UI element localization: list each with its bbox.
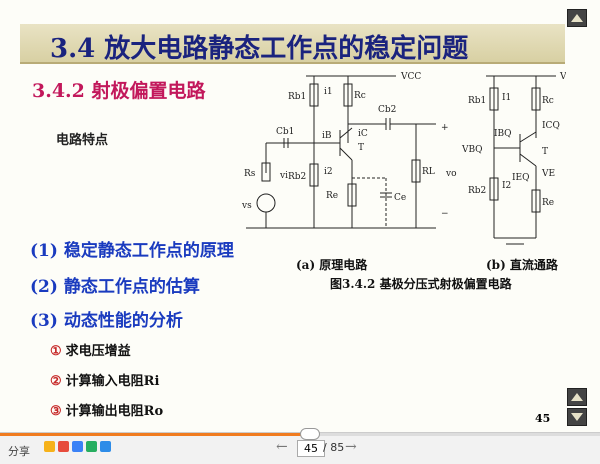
item-principle: (1) 稳定静态工作点的原理	[30, 241, 234, 261]
figure-caption: 图3.4.2 基极分压式射极偏置电路	[330, 277, 512, 291]
page-total: / 85	[323, 441, 345, 454]
label-t-b: T	[542, 147, 548, 157]
label-ce: Ce	[394, 193, 406, 203]
share-weibo-icon[interactable]	[58, 441, 69, 452]
label-rb2-a: Rb2	[288, 172, 306, 182]
share-label[interactable]: 分享	[8, 445, 30, 458]
label-VBQ: VBQ	[461, 145, 483, 155]
label-vo: vo	[445, 169, 457, 179]
progress-fill	[0, 433, 318, 436]
sub-item-number: ②	[50, 374, 62, 389]
caption-principle: (a) 原理电路	[296, 258, 368, 272]
sub-item-text: 计算输出电阻Ro	[65, 404, 164, 419]
label-re-a: Re	[326, 191, 338, 201]
label-i2: i2	[324, 167, 333, 177]
circuit-diagram: VCC Rb1 Rb2 Rc Re RL Rs Cb1 Cb2 Ce i1 i2…	[241, 72, 566, 245]
slide-title: 3.4 放大电路静态工作点的稳定问题	[50, 34, 469, 64]
prev-slide-icon[interactable]	[567, 388, 587, 406]
share-qzone-icon[interactable]	[44, 441, 55, 452]
share-wechat-icon[interactable]	[86, 441, 97, 452]
label-rb2-b: Rb2	[468, 186, 486, 196]
slide-page-number: 45	[535, 412, 551, 425]
label-plus: +	[441, 123, 449, 133]
sub-item-text: 计算输入电阻Ri	[65, 374, 160, 389]
label-vs: vs	[241, 201, 252, 211]
label-vcc-b: VCC	[559, 72, 566, 82]
label-ic: iC	[358, 129, 368, 139]
label-cb2: Cb2	[378, 105, 396, 115]
title-bar	[20, 24, 565, 64]
label-rb1-b: Rb1	[468, 96, 486, 106]
next-slide-icon[interactable]	[567, 408, 587, 426]
label-rs: Rs	[244, 169, 256, 179]
sub-item-number: ①	[50, 344, 62, 359]
progress-handle[interactable]	[300, 428, 320, 440]
label-I2: I2	[502, 181, 511, 191]
label-rc-b: Rc	[542, 96, 554, 106]
scroll-top-icon[interactable]	[567, 9, 587, 27]
slide: 3.4 放大电路静态工作点的稳定问题 3.4.2 射极偏置电路 电路特点 (1)…	[0, 9, 600, 433]
label-IBQ: IBQ	[494, 129, 512, 139]
label-VE: VE	[541, 169, 555, 179]
label-rc-a: Rc	[354, 91, 366, 101]
share-more-icon[interactable]	[100, 441, 111, 452]
label-ib: iB	[322, 131, 332, 141]
page-input[interactable]	[297, 440, 325, 457]
label-i1: i1	[324, 87, 333, 97]
label-vcc-a: VCC	[400, 72, 421, 82]
label-t-a: T	[358, 143, 364, 153]
features-label: 电路特点	[56, 133, 109, 148]
share-renren-icon[interactable]	[72, 441, 83, 452]
caption-dc-path: (b) 直流通路	[486, 258, 558, 272]
label-I1: I1	[502, 93, 511, 103]
label-minus: −	[441, 209, 449, 219]
item-estimation: (2) 静态工作点的估算	[30, 277, 200, 297]
label-rl: RL	[422, 167, 435, 177]
arrow-left-icon[interactable]: ←	[276, 439, 288, 455]
label-IEQ: IEQ	[512, 173, 530, 183]
item-dynamic: (3) 动态性能的分析	[30, 311, 183, 331]
label-ICQ: ICQ	[542, 121, 560, 131]
sub-item-number: ③	[50, 404, 62, 419]
label-re-b: Re	[542, 198, 554, 208]
label-cb1: Cb1	[276, 127, 294, 137]
arrow-right-icon[interactable]: →	[345, 439, 357, 455]
label-vi: vi	[279, 171, 288, 181]
sub-item-text: 求电压增益	[65, 344, 131, 359]
label-rb1-a: Rb1	[288, 92, 306, 102]
section-heading: 3.4.2 射极偏置电路	[32, 80, 206, 102]
